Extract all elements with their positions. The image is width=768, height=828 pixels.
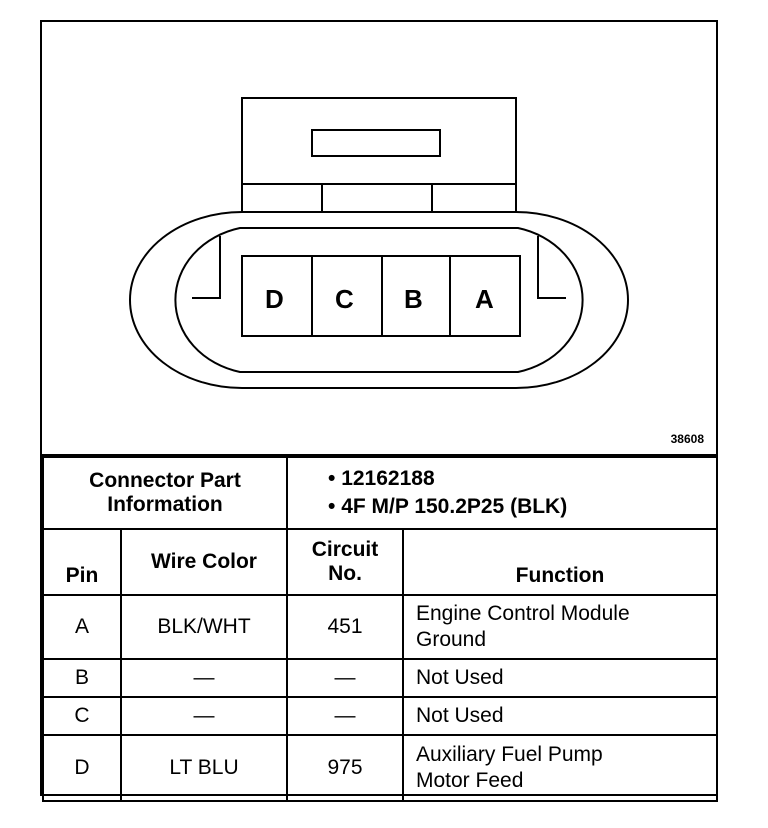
connector-latch (241, 97, 517, 185)
row-a-wire: BLK/WHT (120, 594, 288, 660)
row-c-function: Not Used (402, 696, 718, 736)
connector-drawing (129, 97, 629, 389)
table-row: C — — Not Used (42, 696, 718, 736)
pin-label-b: B (404, 284, 423, 314)
row-a-function: Engine Control Module Ground (402, 594, 718, 660)
connector-info-label: Connector Part Information (42, 456, 288, 530)
connector-diagram: D C B A 38608 (42, 22, 716, 456)
connector-info-row: Connector Part Information 12162188 4F M… (42, 456, 718, 530)
header-wire-color: Wire Color (120, 528, 288, 596)
pinout-table: Connector Part Information 12162188 4F M… (42, 456, 718, 802)
row-d-function-line2: Motor Feed (416, 769, 524, 792)
connector-info-label-line2: Information (107, 493, 223, 516)
header-function: Function (402, 528, 718, 596)
connector-part-number: 12162188 (328, 465, 716, 493)
header-circuit-line1: Circuit (311, 538, 379, 561)
connector-description: 4F M/P 150.2P25 (BLK) (328, 493, 716, 521)
connector-body-outer (129, 211, 629, 389)
pin-label-d: D (265, 284, 284, 314)
table-header-row: Pin Wire Color Circuit No. Function (42, 528, 718, 596)
connector-info-values: 12162188 4F M/P 150.2P25 (BLK) (286, 456, 718, 530)
row-c-circuit: — (286, 696, 404, 736)
row-a-function-line2: Ground (416, 628, 487, 651)
row-d-function: Auxiliary Fuel Pump Motor Feed (402, 734, 718, 802)
row-b-circuit: — (286, 658, 404, 698)
row-d-wire: LT BLU (120, 734, 288, 802)
latch-slot (311, 129, 441, 157)
row-c-pin: C (42, 696, 122, 736)
header-circuit: Circuit No. (286, 528, 404, 596)
connector-body-inner (174, 227, 584, 373)
table-row: A BLK/WHT 451 Engine Control Module Grou… (42, 594, 718, 660)
figure-number: 38608 (670, 432, 704, 446)
connector-sheet: D C B A 38608 Connector Part Information… (40, 20, 718, 802)
row-a-pin: A (42, 594, 122, 660)
row-b-pin: B (42, 658, 122, 698)
row-c-wire: — (120, 696, 288, 736)
row-d-circuit: 975 (286, 734, 404, 802)
row-b-function: Not Used (402, 658, 718, 698)
table-row: D LT BLU 975 Auxiliary Fuel Pump Motor F… (42, 734, 718, 802)
table-row: B — — Not Used (42, 658, 718, 698)
header-circuit-line2: No. (328, 562, 362, 585)
row-a-circuit: 451 (286, 594, 404, 660)
row-d-pin: D (42, 734, 122, 802)
row-d-function-line1: Auxiliary Fuel Pump (416, 743, 603, 766)
pin-label-a: A (475, 284, 494, 314)
row-a-function-line1: Engine Control Module (416, 602, 630, 625)
header-pin: Pin (42, 528, 122, 596)
pin-label-c: C (335, 284, 354, 314)
row-b-wire: — (120, 658, 288, 698)
connector-info-label-line1: Connector Part (89, 469, 241, 492)
